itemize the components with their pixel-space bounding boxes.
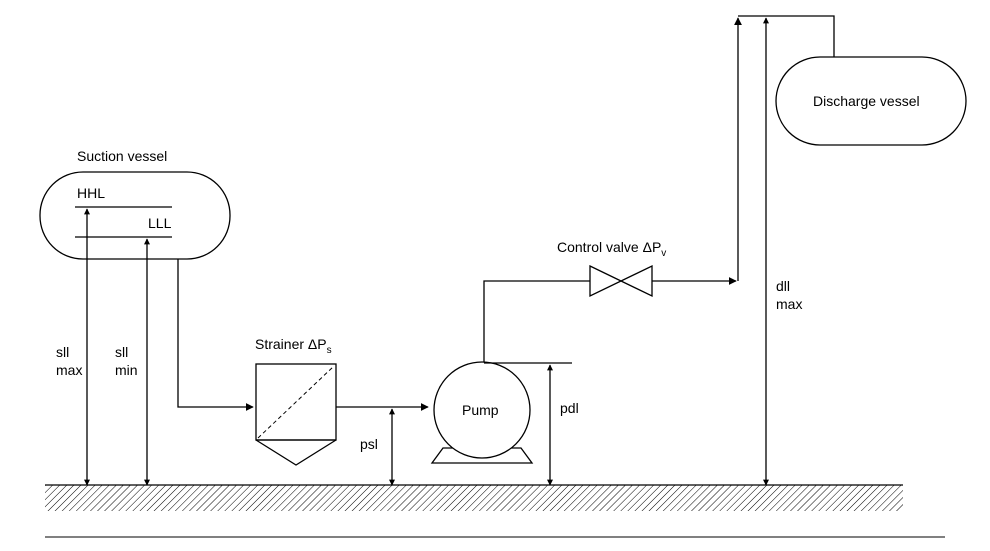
dll-max-label-2: max: [776, 296, 802, 312]
control-valve-label: Control valve ΔPv: [557, 239, 666, 259]
pump-label: Pump: [462, 402, 499, 418]
strainer-label: Strainer ΔPs: [255, 336, 332, 356]
strainer-funnel: [255, 439, 337, 466]
control-valve-body: [589, 264, 653, 298]
sll-max-label-2: max: [56, 362, 82, 378]
sll-min-label: sll: [115, 344, 128, 360]
lll-label: LLL: [148, 215, 172, 231]
sll-max-label: sll: [56, 344, 69, 360]
top-pipe: [738, 15, 835, 57]
discharge-vessel-label: Discharge vessel: [813, 93, 920, 109]
pump-casing: [433, 361, 531, 459]
hhl-label: HHL: [77, 185, 105, 201]
discharge-pipe: [483, 280, 590, 362]
psl-label: psl: [360, 436, 378, 452]
suction-vessel: [39, 171, 231, 260]
strainer-screen: [257, 365, 335, 439]
sll-min-label-2: min: [115, 362, 138, 378]
ground-hatch: [45, 485, 903, 511]
discharge-vessel: [775, 56, 967, 146]
suction-vessel-label: Suction vessel: [77, 148, 167, 164]
suction-pipe: [177, 259, 254, 411]
pdl-label: pdl: [560, 400, 579, 416]
dll-max-label: dll: [776, 278, 790, 294]
